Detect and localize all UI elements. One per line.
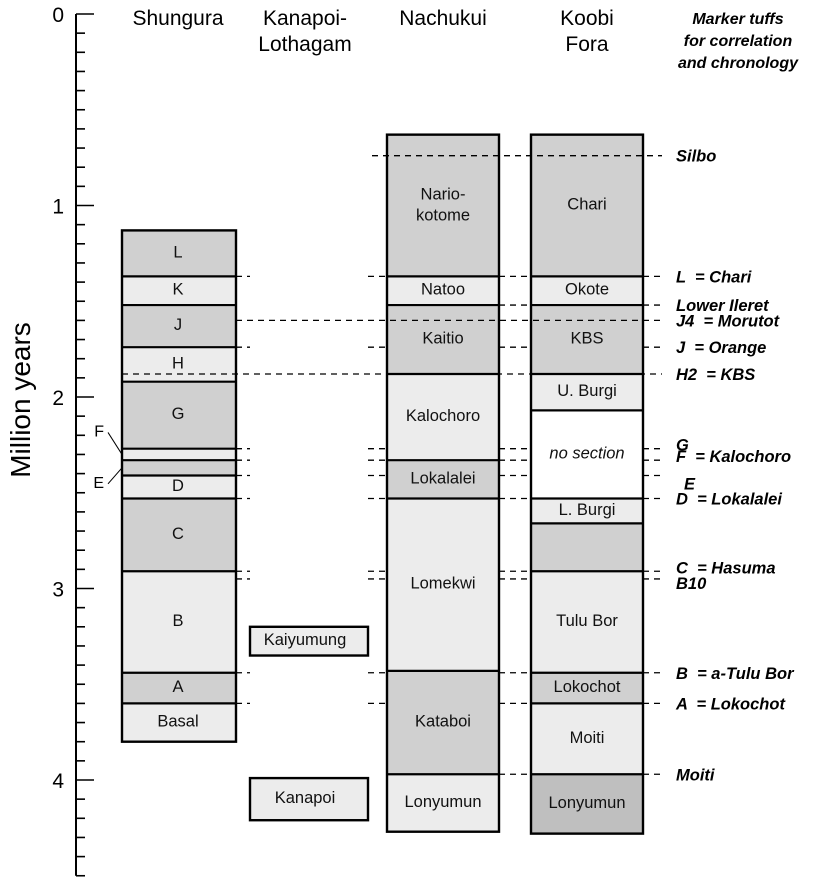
unit-label: Lonyumun [548,794,625,812]
unit-label: J [174,317,182,335]
y-tick-label: 1 [52,196,64,219]
y-tick-label: 3 [52,579,64,602]
tuff-label: Lower Ileret [676,297,770,315]
tuff-label: A = Lokochot [675,695,786,713]
stratigraphic-unit [530,773,644,835]
column-frame [248,776,370,822]
y-tick-label: 2 [52,387,64,410]
stratigraphic-unit [386,773,500,833]
tuff-label: Moiti [676,766,715,784]
unit-label: D [172,477,184,495]
unit-label: KBS [570,330,603,348]
unit-label: Kanapoi [275,790,336,808]
unit-label: Lomekwi [410,575,475,593]
stratigraphic-unit [530,522,644,572]
unit-label: L. Burgi [559,501,616,519]
stratigraphic-unit [121,275,237,306]
unit-label: Tulu Bor [556,612,618,630]
unit-label: Natoo [421,281,465,299]
tuff-label: B = a-Tulu Bor [676,665,795,683]
tuff-label: E [684,476,696,494]
stratigraphic-unit [386,373,500,461]
column-frame [248,625,370,657]
callout-leader [107,467,123,485]
unit-label: L [173,244,182,262]
y-axis: 0 1 2 3 4 Million years [5,4,94,877]
unit-label: Lonyumun [404,793,481,811]
unit-label: Nario-kotome [416,186,470,225]
callout-label: E [93,475,104,492]
stratigraphic-unit [530,275,644,306]
unit-label: Kalochoro [406,407,480,425]
tuff-label: J4 = Morutot [676,312,781,330]
unit-label: Lokochot [554,678,621,696]
unit-label: Kaitio [422,330,463,348]
column-frame [385,133,501,833]
unit-label: H [172,355,184,373]
unit-label: Moiti [570,729,605,747]
unit-label: Kaiyumung [264,632,347,650]
unit-label: A [172,678,183,696]
stratigraphic-unit [530,497,644,524]
unit-label: no section [549,445,624,463]
unit-label: Basal [157,713,198,731]
stratigraphic-unit [386,670,500,775]
unit-label: K [172,281,183,299]
stratigraphic-unit [386,497,500,672]
stratigraphic-unit [530,409,644,500]
tuff-label: L = Chari [676,268,752,286]
tuff-label: F = Kalochoro [676,448,791,466]
tuff-label: D = Lokalalei [676,490,782,508]
stratigraphic-unit [121,346,237,383]
stratigraphic-unit [386,134,500,277]
tuff-label: C = Hasuma [676,559,776,577]
stratigraphic-unit [121,459,237,477]
unit-label: U. Burgi [557,383,617,401]
unit-label: B [172,612,183,630]
tuff-label: Silbo [676,148,716,166]
stratigraphic-unit [530,304,644,375]
callout-leader [107,432,123,455]
unit-label: Okote [565,281,609,299]
y-axis-title: Million years [5,322,36,478]
stratigraphic-unit [121,448,237,461]
column-frame [529,133,645,835]
stratigraphic-unit [121,497,237,572]
column-header: Nachukui [399,7,487,30]
tuff-label: G [676,437,689,455]
tuff-label: J = Orange [676,339,766,357]
correlation-lines [122,155,662,775]
unit-label: G [172,406,185,424]
column-2: Nario-kotomeNatooKaitioKalochoroLokalale… [385,133,501,833]
unit-label: Chari [567,196,606,214]
column-header: Kanapoi-Lothagam [258,7,351,56]
column-header: Shungura [132,7,223,30]
y-tick-label: 0 [52,4,64,27]
stratigraphic-columns: LKJHGDCBABasalFEKaiyumungKanapoiNario-ko… [93,133,645,835]
column-frame [120,229,238,743]
column-0: L KJ H G D C B A Basal F E [93,229,238,743]
unit-label: C [172,525,184,543]
unit-label: Kataboi [415,713,471,731]
y-tick-label: 4 [52,770,64,793]
unit-label: Lokalalei [410,470,475,488]
tuff-label: H2 = KBS [676,366,755,384]
callout-label: F [94,424,104,441]
tuff-label: B10 [676,575,707,593]
